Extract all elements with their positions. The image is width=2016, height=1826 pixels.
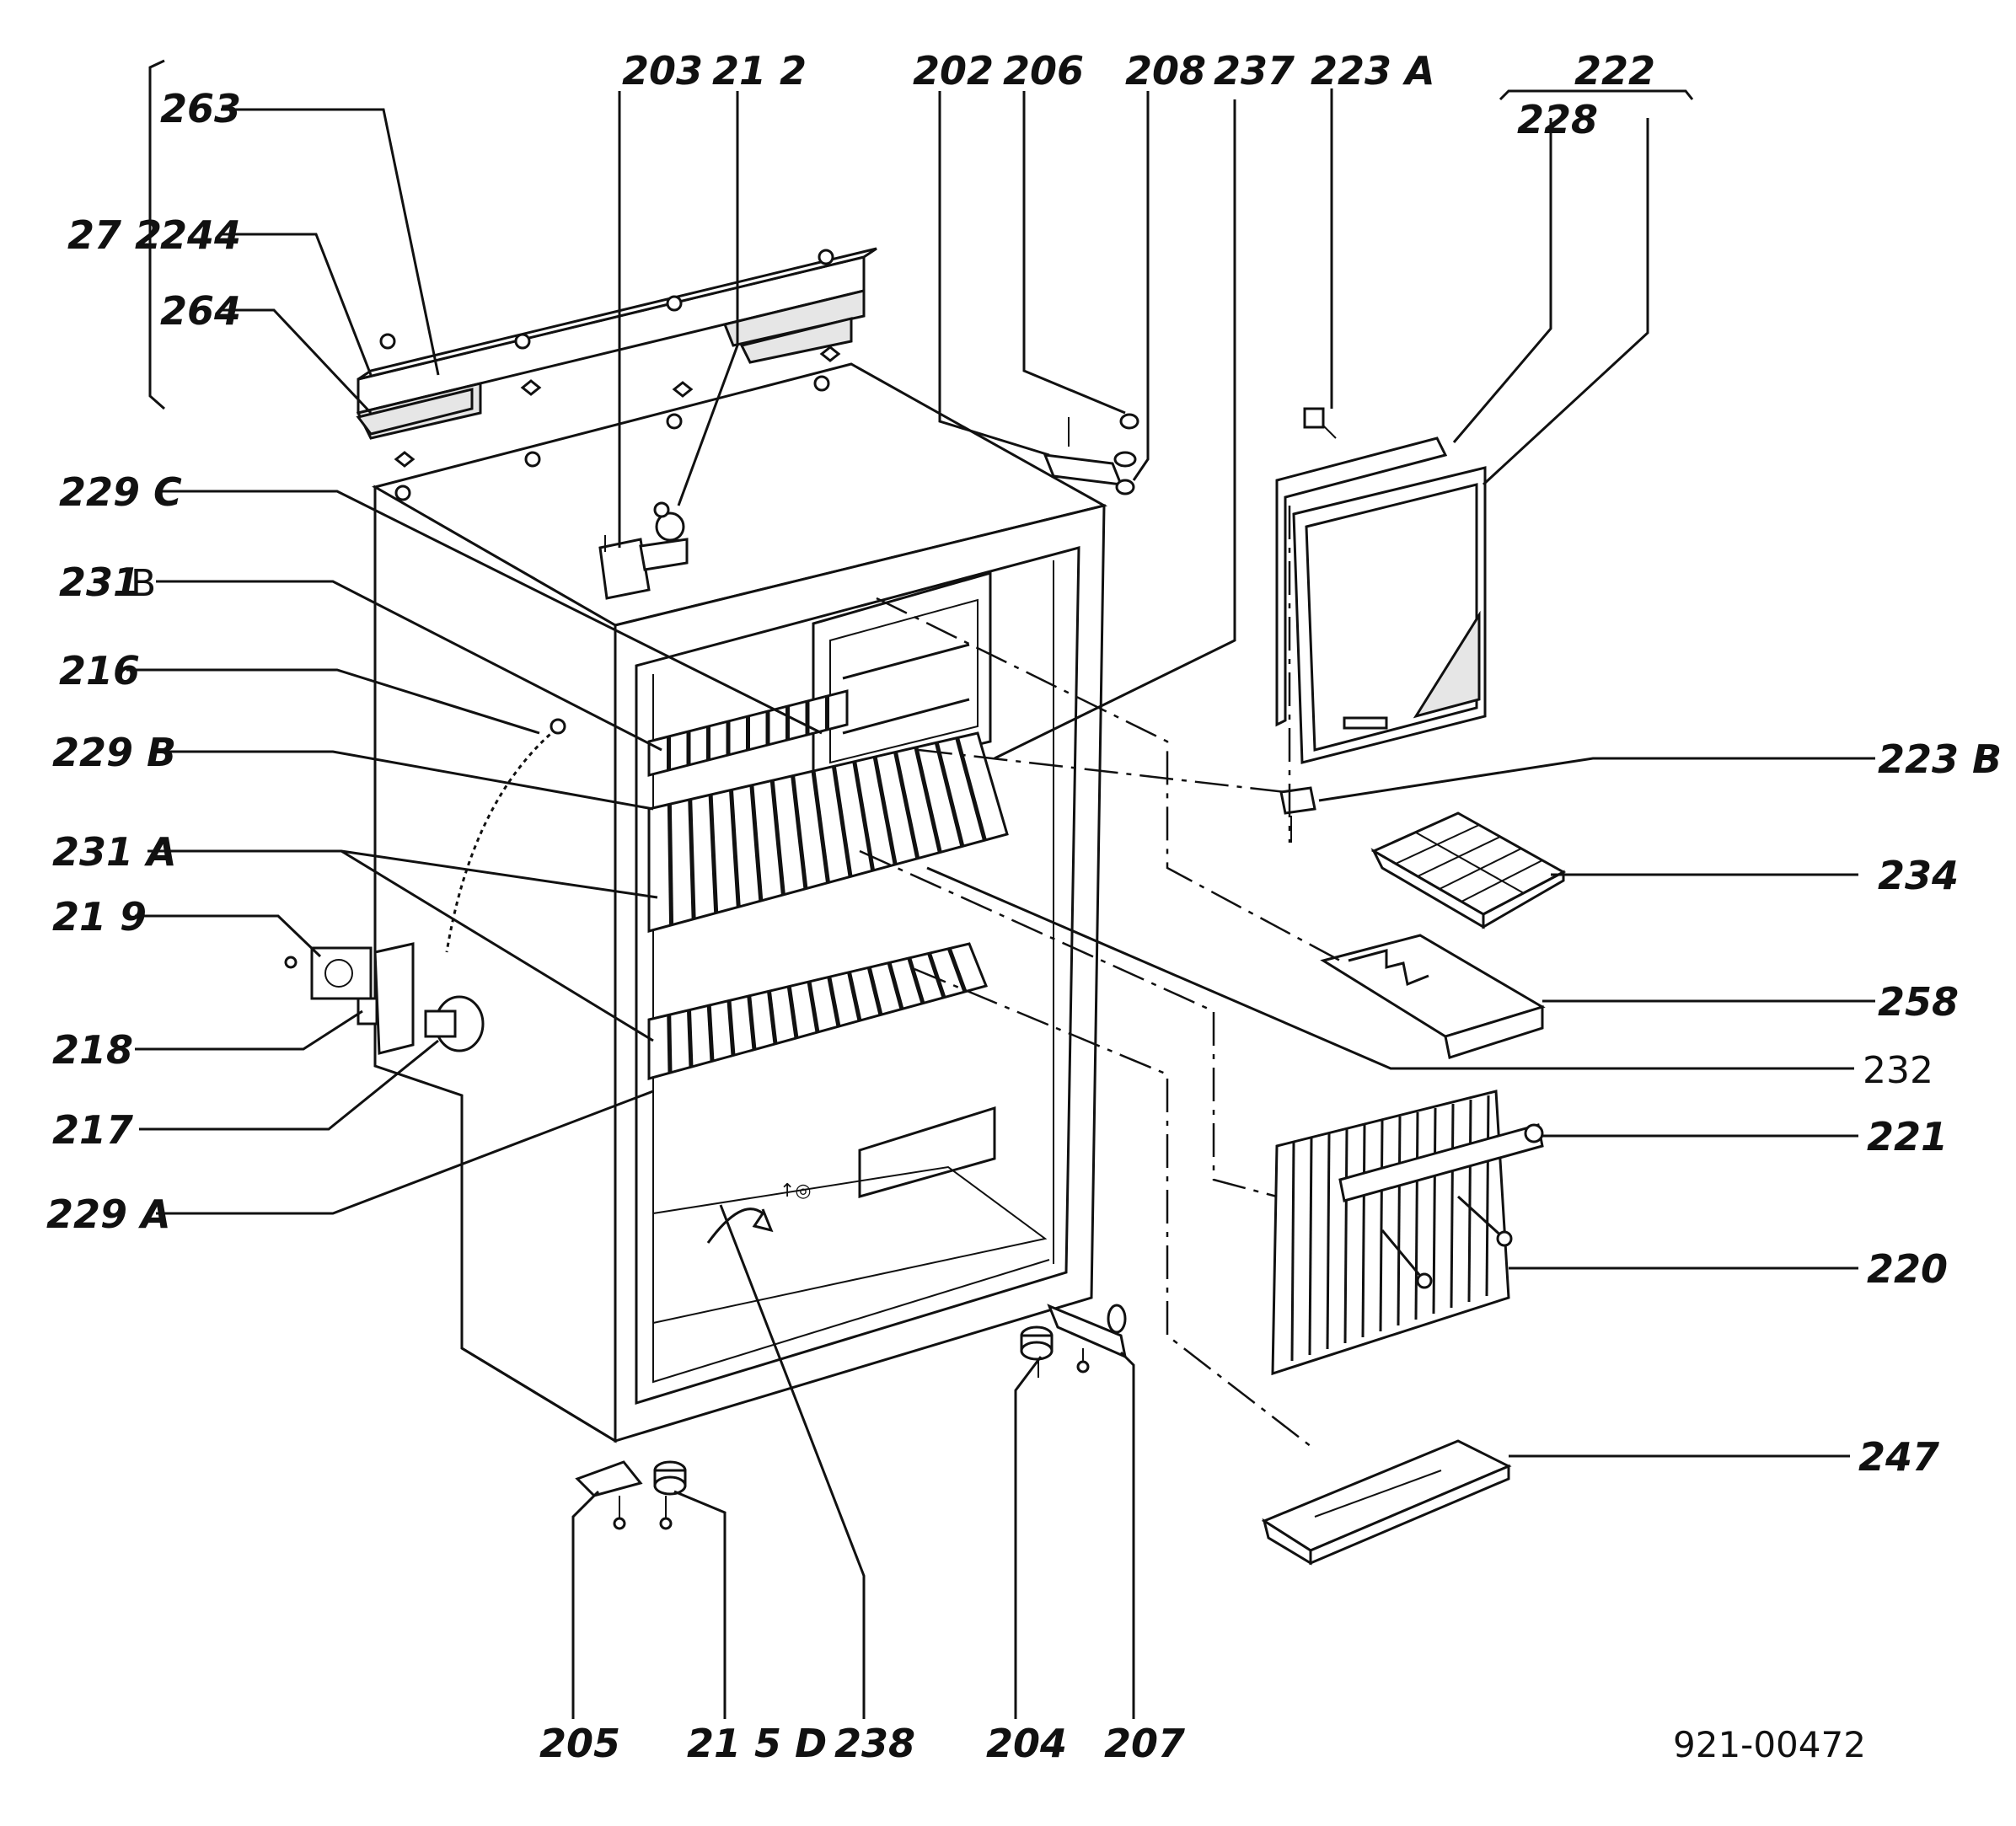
top-hinge-left [598,501,689,600]
drawing-number: 921-00472 [1673,1724,1866,1765]
label-229b: 229 B [52,730,176,775]
top-hinge-right [1043,413,1139,495]
label-208: 208 [1125,48,1206,94]
label-238: 238 [834,1721,915,1766]
label-212: 21 2 [712,48,807,94]
shelf-upper [647,689,849,777]
label-219: 21 9 [52,894,147,940]
label-231b: 231 [59,560,140,605]
label-216: 216 [59,648,140,693]
label-231a: 231 A [52,829,177,875]
label-229a: 229 A [46,1191,171,1237]
label-232: 232 [1863,1049,1933,1092]
label-205: 205 [539,1721,620,1766]
thermostat-assembly [284,718,566,1055]
label-229c: 229 C [59,469,182,515]
label-206: 206 [1003,48,1084,94]
label-221: 221 [1867,1114,1948,1159]
shelf-middle [647,731,1009,933]
drip-cover [1320,934,1546,1059]
label-244: 244 [160,212,241,258]
part-labels: 263 27 2 244 264 229 C 231 B 216 229 B 2… [46,48,2002,1766]
label-263: 263 [160,86,241,131]
freezer-compartment [812,571,992,785]
bottom-hinge-right [1020,1304,1128,1378]
label-207: 207 [1104,1721,1185,1766]
shelf-lower [647,942,989,1080]
leader-lines [126,59,1875,1719]
label-215d: 21 5 D [687,1721,827,1766]
label-218: 218 [52,1027,133,1073]
label-234: 234 [1878,853,1959,898]
label-202: 202 [913,48,994,94]
label-203: 203 [622,48,703,94]
freezer-door [1275,407,1487,843]
bottom-hinge-left [575,1460,687,1530]
label-217: 217 [52,1107,133,1153]
label-204: 204 [986,1721,1067,1766]
label-264: 264 [160,288,241,334]
label-231b-letter: B [131,562,156,605]
crisper-area: ↑◎ [652,1106,1048,1325]
label-222: 222 [1574,48,1655,94]
label-272: 27 2 [67,212,162,258]
svg-text:↑◎: ↑◎ [780,1181,812,1202]
label-223a: 223 A [1311,48,1435,94]
explode-lines [859,506,1341,1450]
top-trim-strip [356,247,877,468]
label-258: 258 [1878,979,1959,1025]
label-247: 247 [1858,1434,1939,1480]
evaporator-fins [1271,1090,1544,1376]
drip-tray [1261,1439,1512,1566]
label-220: 220 [1867,1246,1948,1292]
label-223b: 223 B [1878,736,2002,782]
ice-cube-tray [1370,811,1567,929]
label-237: 237 [1214,48,1295,94]
label-228: 228 [1517,97,1598,142]
